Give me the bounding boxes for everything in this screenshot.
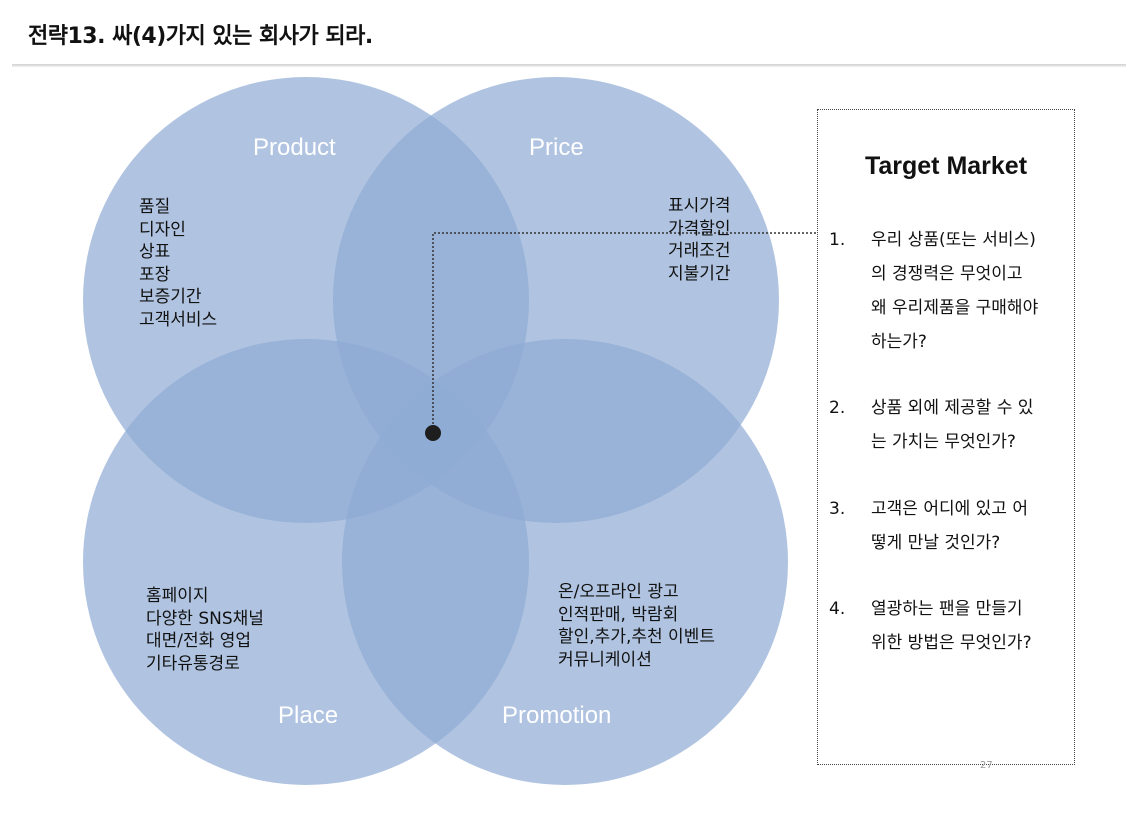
price-item: 지불기간 (668, 263, 731, 284)
question-line: 왜 우리제품을 구매해야 (871, 298, 1039, 318)
question-number: 3. (829, 499, 846, 519)
question-line: 고객은 어디에 있고 어 (871, 499, 1028, 519)
question-line: 위한 방법은 무엇인가? (871, 633, 1032, 653)
question-number: 4. (829, 599, 846, 619)
product-label: Product (253, 134, 336, 161)
center-dot (425, 425, 441, 441)
place-item: 기타유통경로 (146, 653, 240, 674)
product-item: 상표 (139, 242, 171, 262)
title-divider (12, 64, 1126, 67)
target-market-box: Target Market 1. 우리 상품(또는 서비스) 의 경쟁력은 무엇… (817, 109, 1075, 765)
price-item: 표시가격 (668, 196, 731, 216)
question-line: 우리 상품(또는 서비스) (871, 230, 1036, 250)
promotion-item: 인적판매, 박람회 (558, 604, 679, 625)
price-item: 가격할인 (668, 218, 731, 239)
product-item: 보증기간 (139, 287, 202, 307)
question-line: 하는가? (871, 332, 927, 352)
product-item: 고객서비스 (139, 309, 218, 330)
question-line: 상품 외에 제공할 수 있 (871, 398, 1034, 418)
promotion-items: 온/오프라인 광고 인적판매, 박람회 할인,추가,추천 이벤트 커뮤니케이션 (558, 581, 715, 671)
page-number: 27 (980, 760, 993, 771)
price-items: 표시가격 가격할인 거래조건 지불기간 (668, 195, 731, 285)
place-item: 다양한 SNS채널 (146, 608, 264, 629)
product-item: 품질 (139, 197, 171, 217)
target-market-title: Target Market (864, 152, 1028, 180)
question-line: 의 경쟁력은 무엇이고 (871, 264, 1023, 284)
place-item: 홈페이지 (146, 586, 209, 606)
question-number: 2. (829, 398, 846, 418)
place-label: Place (278, 702, 339, 729)
promotion-item: 커뮤니케이션 (558, 649, 652, 670)
price-label: Price (529, 134, 584, 161)
question-line: 열광하는 팬을 만들기 (871, 599, 1023, 619)
question-line: 떻게 만날 것인가? (871, 533, 1001, 553)
promotion-label: Promotion (502, 702, 612, 729)
question-number: 1. (829, 230, 846, 250)
question-line: 는 가치는 무엇인가? (871, 432, 1016, 452)
product-items: 품질 디자인 상표 포장 보증기간 고객서비스 (139, 196, 217, 331)
promotion-item: 할인,추가,추천 이벤트 (558, 627, 715, 647)
product-item: 디자인 (139, 219, 186, 240)
place-item: 대면/전화 영업 (146, 631, 251, 651)
promotion-circle (342, 339, 788, 785)
place-items: 홈페이지 다양한 SNS채널 대면/전화 영업 기타유통경로 (146, 585, 264, 675)
page-title: 전략13. 싸(4)가지 있는 회사가 되라. (28, 24, 373, 49)
promotion-item: 온/오프라인 광고 (558, 582, 679, 602)
price-item: 거래조건 (668, 241, 731, 261)
product-item: 포장 (139, 264, 171, 285)
